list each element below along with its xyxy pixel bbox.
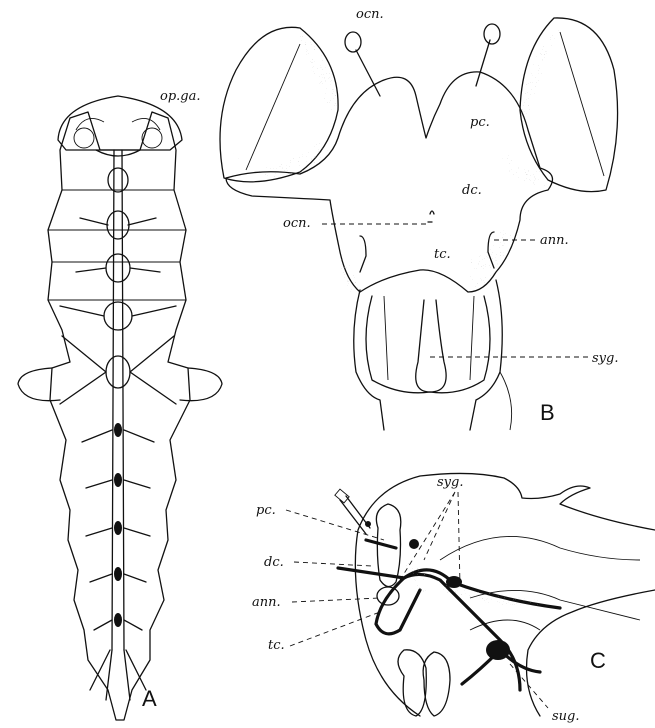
label-syg-c: syg. <box>437 475 463 490</box>
panel-label-a: A <box>142 686 157 711</box>
brain-mass <box>226 72 553 292</box>
pharynx-outline <box>354 280 503 430</box>
label-pc-b: pc. <box>470 115 490 130</box>
label-pc-c: pc. <box>256 503 276 518</box>
label-sug-c: sug. <box>552 709 580 724</box>
panel-label-c: C <box>590 648 606 673</box>
label-ann-c: ann. <box>252 595 281 610</box>
ganglia <box>104 168 132 627</box>
larva-head <box>58 96 182 150</box>
label-ocn-left: ocn. <box>283 216 311 231</box>
head-outline <box>355 473 655 716</box>
label-tc-b: tc. <box>434 247 451 262</box>
panel-a-larva <box>18 96 222 720</box>
label-dc-c: dc. <box>264 555 284 570</box>
label-ann-b: ann. <box>540 233 569 248</box>
label-ocn-top: ocn. <box>356 7 384 22</box>
label-opga: op.ga. <box>160 89 201 104</box>
label-syg-b: syg. <box>592 351 618 366</box>
larva-body-outline <box>48 112 190 720</box>
ocellus-right <box>476 40 490 86</box>
panel-b-brain <box>220 18 618 430</box>
optic-ganglion-right <box>520 18 618 192</box>
label-tc-c: tc. <box>268 638 285 653</box>
panel-c-head <box>335 473 655 716</box>
label-dc-b: dc. <box>462 183 482 198</box>
panel-label-b: B <box>540 400 555 425</box>
